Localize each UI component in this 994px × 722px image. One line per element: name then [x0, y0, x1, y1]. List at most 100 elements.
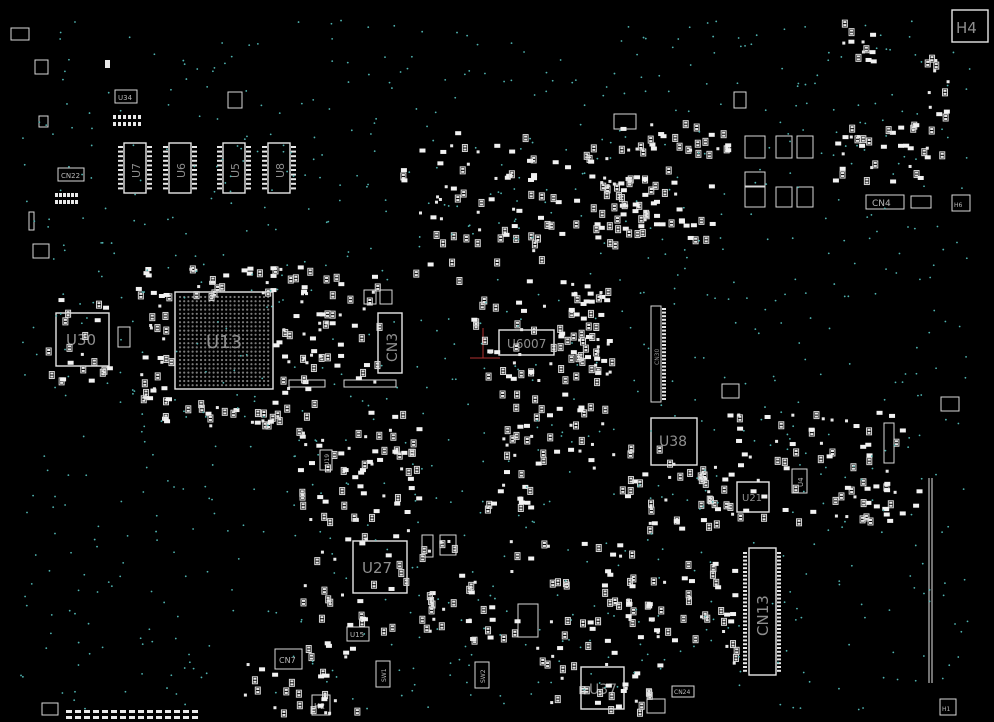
passive-outline [48, 371, 55, 380]
pad [192, 710, 198, 713]
via [517, 368, 519, 371]
via [963, 578, 966, 581]
pad [133, 115, 136, 119]
passive-outline [595, 367, 602, 376]
passive-pad [608, 240, 612, 243]
bga-ball [195, 379, 198, 383]
passive-pad [88, 378, 95, 383]
via [104, 207, 107, 210]
passive-pad [301, 602, 305, 605]
via [286, 170, 289, 173]
passive-pad [315, 561, 319, 564]
passive-pad [419, 148, 426, 153]
passive-pad [510, 570, 514, 574]
passive-pad [322, 591, 326, 594]
passive-pad [342, 506, 346, 509]
passive-outline [295, 689, 302, 698]
bga-ball [195, 325, 198, 328]
via [517, 514, 520, 517]
via [742, 429, 745, 432]
passive-pad [347, 622, 354, 627]
passive-pad [797, 519, 801, 522]
passive-outline [513, 431, 520, 440]
passive-pad [261, 291, 265, 295]
passive-pad [452, 233, 456, 236]
passive-pad [144, 393, 148, 396]
passive-outline [45, 347, 52, 356]
via [173, 551, 175, 554]
passive-pad [144, 390, 148, 393]
via [256, 42, 259, 45]
passive-pad [140, 373, 144, 377]
passive-outline [562, 376, 569, 385]
passive-pad [267, 426, 271, 429]
passive-pad [143, 271, 150, 276]
via [21, 675, 24, 678]
passive-outline [162, 397, 169, 406]
via [696, 477, 699, 480]
passive-pad [142, 396, 146, 399]
passive-pad [673, 138, 677, 141]
via [276, 288, 279, 291]
via [531, 141, 534, 144]
passive-outline [310, 706, 317, 715]
passive-pad [489, 617, 496, 622]
passive-pad [701, 470, 705, 473]
passive-pad [516, 208, 523, 213]
via [274, 691, 277, 694]
bga-ball [178, 321, 182, 324]
bga-ball [199, 321, 203, 324]
via [141, 413, 144, 415]
passive-pad [853, 424, 860, 429]
passive-pad [399, 573, 403, 576]
passive-pad [363, 537, 367, 540]
passive-outline [626, 179, 633, 188]
passive-outline [449, 258, 456, 267]
passive-pad [309, 336, 316, 341]
via [529, 137, 532, 140]
connector-pin [777, 612, 781, 615]
bga-ball [225, 325, 228, 328]
passive-pad [529, 195, 533, 198]
via [52, 506, 55, 509]
via [789, 140, 791, 143]
chip-pin [246, 164, 251, 167]
via [314, 439, 317, 441]
bga-ball [246, 321, 249, 324]
passive-pad [357, 599, 364, 604]
via [253, 488, 256, 491]
bga-ball [233, 321, 236, 324]
connector-pin [662, 308, 666, 310]
via [714, 297, 716, 300]
bga-ball [187, 384, 190, 387]
passive-pad [457, 281, 461, 284]
via [635, 200, 638, 203]
passive-outline [929, 54, 936, 63]
passive-pad [479, 200, 483, 203]
pad [71, 193, 74, 197]
bga-ball [220, 329, 224, 332]
passive-pad [574, 198, 581, 203]
via [612, 428, 615, 431]
via [576, 363, 579, 366]
passive-outline [761, 513, 768, 522]
passive-pad [641, 152, 645, 155]
chip-pin [246, 187, 251, 190]
pad [111, 710, 117, 713]
bga-ball [250, 333, 253, 336]
passive-pad [730, 612, 737, 617]
passive-pad [450, 186, 457, 191]
passive-pad [608, 603, 612, 606]
via [781, 67, 784, 70]
via [777, 661, 779, 664]
chip-pin [147, 164, 152, 167]
connector-pin [662, 358, 666, 361]
bga-ball [241, 384, 245, 387]
via [23, 163, 26, 166]
passive-pad [708, 184, 715, 189]
passive-pad [551, 654, 555, 658]
passive-pad [731, 641, 735, 644]
via [97, 270, 100, 273]
passive-outline [605, 287, 612, 296]
via [674, 415, 676, 417]
